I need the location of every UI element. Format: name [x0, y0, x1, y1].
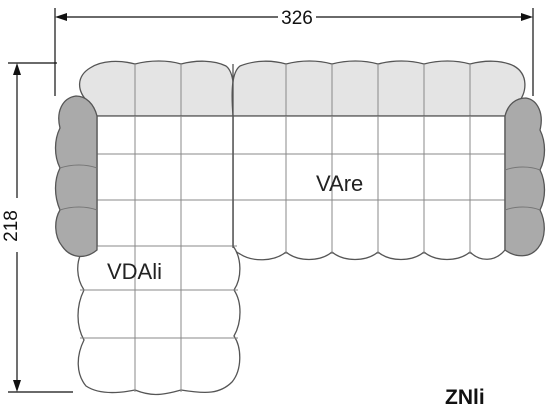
model-code: ZNli	[445, 386, 485, 409]
depth-dimension-label: 218	[1, 210, 22, 242]
main-seat-module	[232, 115, 506, 261]
backrest-left	[78, 60, 235, 117]
armrest-left	[54, 95, 98, 257]
chaise-seat-grid	[80, 116, 238, 392]
backrest-right	[231, 60, 526, 117]
depth-dimension	[8, 62, 73, 393]
width-dimension	[54, 8, 534, 96]
chaise-module-label: VDAli	[107, 259, 162, 284]
chaise-module	[77, 115, 241, 396]
armrest-right	[504, 97, 546, 257]
main-module-label: VAre	[316, 171, 363, 196]
main-seat-grid	[233, 116, 505, 254]
width-dimension-label: 326	[281, 8, 313, 29]
backrest-seams	[134, 64, 471, 116]
